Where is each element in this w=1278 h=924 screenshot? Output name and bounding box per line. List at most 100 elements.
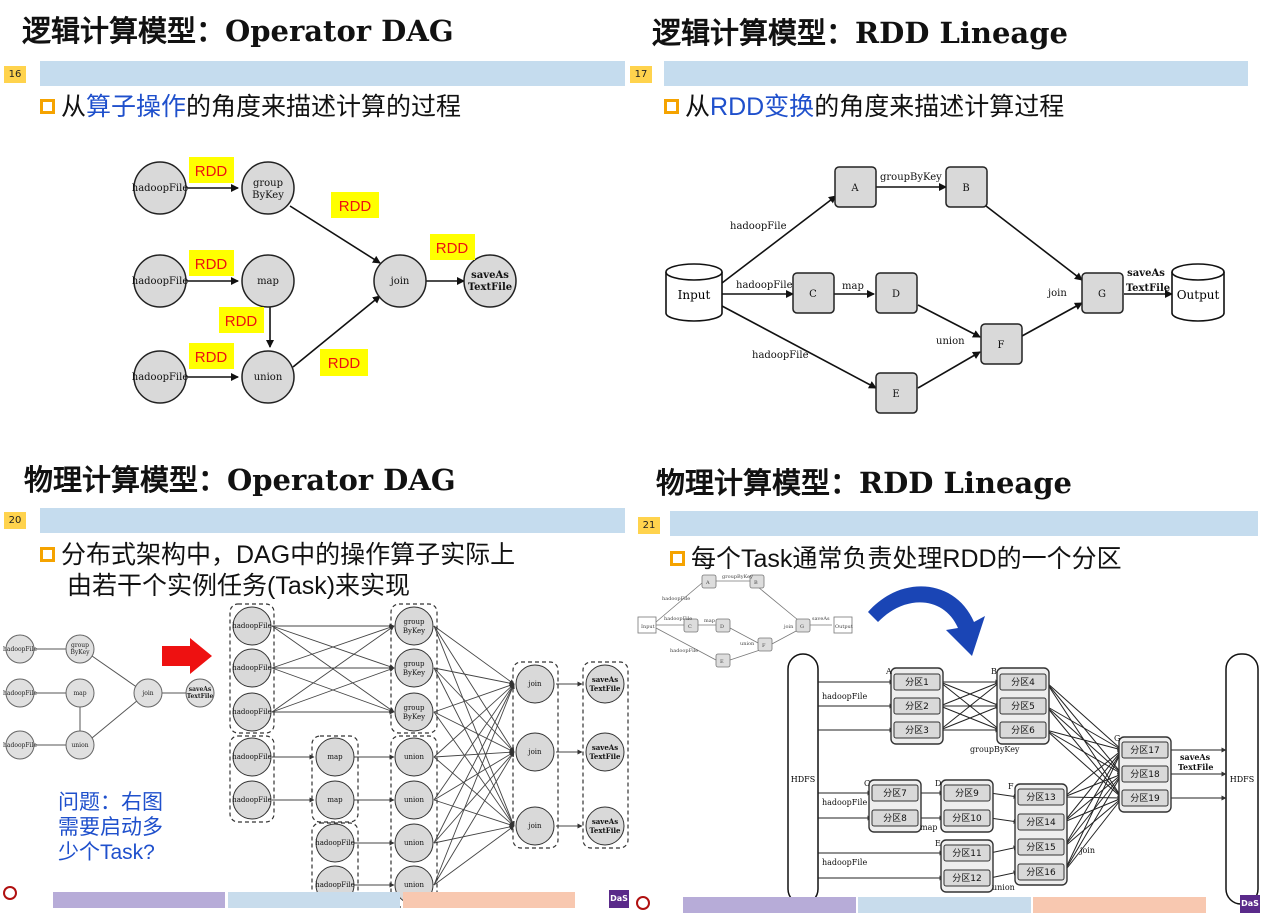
- rdd-node-c: C: [792, 272, 835, 314]
- header-band-bl: [40, 508, 625, 533]
- das-logo: DaS: [609, 890, 629, 908]
- partition-box: 分区7: [871, 784, 919, 802]
- svg-text:RDD: RDD: [339, 198, 372, 215]
- svg-text:join: join: [527, 822, 542, 830]
- partition-box: 分区14: [1017, 813, 1065, 831]
- svg-text:E: E: [892, 389, 899, 400]
- partition-layer: 分区1分区2分区3分区4分区5分区6分区7分区8分区9分区10分区11分区12分…: [871, 673, 1169, 887]
- svg-text:map: map: [704, 618, 715, 624]
- rdd-label: RDD: [189, 250, 234, 276]
- curved-blue-arrow-icon: [868, 586, 985, 656]
- svg-text:saveAs: saveAs: [1180, 752, 1211, 762]
- partition-box: 分区11: [943, 844, 991, 862]
- output-cylinder: Output: [1171, 263, 1225, 322]
- svg-text:C: C: [864, 779, 870, 788]
- rdd-node-f: F: [980, 323, 1023, 365]
- svg-text:hadoopFile: hadoopFile: [232, 708, 272, 716]
- svg-text:F: F: [1008, 782, 1014, 791]
- node-join: join: [373, 254, 427, 308]
- svg-text:RDD: RDD: [195, 256, 228, 273]
- svg-text:G: G: [1098, 289, 1106, 300]
- svg-text:TextFile: TextFile: [1178, 762, 1213, 772]
- svg-text:分区4: 分区4: [1011, 677, 1035, 688]
- footer-bar: [858, 897, 1031, 913]
- partition-box: 分区8: [871, 809, 919, 827]
- node-hadoopfile-1: hadoopFile: [132, 161, 189, 215]
- svg-text:Input: Input: [678, 288, 711, 302]
- bullet-bl: 分布式架构中，DAG中的操作算子实际上由若干个实例任务(Task)来实现: [40, 540, 515, 602]
- svg-text:union: union: [404, 839, 424, 847]
- rdd-label: RDD: [320, 349, 368, 376]
- svg-text:map: map: [920, 823, 937, 832]
- svg-text:ByKey: ByKey: [403, 713, 425, 721]
- node-union: union: [241, 350, 295, 404]
- svg-text:union: union: [992, 883, 1015, 892]
- svg-text:分区5: 分区5: [1011, 701, 1035, 712]
- edge-label: map: [842, 281, 864, 292]
- svg-text:hadoopFile: hadoopFile: [132, 183, 189, 194]
- svg-text:Output: Output: [835, 624, 853, 630]
- svg-text:saveAs: saveAs: [471, 270, 509, 281]
- hdfs-input: HDFS: [787, 653, 819, 905]
- partition-box: 分区15: [1017, 838, 1065, 856]
- rdd-label: RDD: [430, 234, 475, 260]
- svg-text:hadoopFile: hadoopFile: [3, 690, 37, 697]
- rdd-label: RDD: [331, 192, 379, 218]
- svg-text:分区7: 分区7: [883, 788, 907, 799]
- edge-label: hadoopFile: [752, 350, 809, 361]
- svg-text:分区2: 分区2: [905, 701, 929, 712]
- svg-text:saveAs: saveAs: [189, 686, 212, 693]
- svg-text:hadoopFile: hadoopFile: [132, 372, 189, 383]
- question-text: 问题：右图 需要启动多 少个Task?: [58, 791, 163, 864]
- page-number-bl: 20: [4, 512, 26, 529]
- partition-box: 分区10: [943, 809, 991, 827]
- svg-text:分区3: 分区3: [905, 725, 929, 736]
- rdd-label: RDD: [189, 157, 234, 183]
- svg-text:A: A: [705, 580, 710, 586]
- svg-text:ByKey: ByKey: [403, 669, 425, 677]
- panel-title-tr: 逻辑计算模型：RDD Lineage: [652, 16, 1068, 50]
- svg-text:F: F: [762, 643, 766, 649]
- svg-text:hadoopFile: hadoopFile: [232, 796, 272, 804]
- edge-label: saveAs: [1127, 268, 1165, 279]
- svg-text:groupByKey: groupByKey: [722, 574, 753, 580]
- svg-text:hadoopFile: hadoopFile: [315, 839, 355, 847]
- node-hadoopfile-3: hadoopFile: [132, 350, 189, 404]
- svg-text:C: C: [688, 624, 692, 630]
- bullet-tl: 从算子操作的角度来描述计算的过程: [40, 92, 461, 123]
- svg-text:分区9: 分区9: [955, 788, 979, 799]
- svg-text:G: G: [800, 624, 804, 630]
- svg-text:hadoopFile: hadoopFile: [3, 646, 37, 653]
- svg-text:分区16: 分区16: [1026, 867, 1056, 878]
- svg-text:ByKey: ByKey: [403, 627, 425, 635]
- partition-box: 分区18: [1121, 765, 1169, 783]
- hdfs-output: HDFS: [1225, 653, 1259, 905]
- svg-text:hadoopFile: hadoopFile: [232, 664, 272, 672]
- rdd-node-d: D: [875, 272, 918, 314]
- svg-text:D: D: [720, 624, 724, 630]
- svg-text:RDD: RDD: [195, 163, 228, 180]
- footer-bar: [228, 892, 400, 908]
- svg-text:hadoopFile: hadoopFile: [664, 616, 692, 622]
- svg-text:hadoopFile: hadoopFile: [822, 858, 867, 867]
- svg-text:map: map: [257, 276, 279, 287]
- panel-title-tl: 逻辑计算模型：Operator DAG: [22, 14, 454, 48]
- br-physical-lineage: HDFS HDFS: [787, 653, 1259, 905]
- svg-text:分区10: 分区10: [952, 813, 982, 824]
- svg-text:group: group: [403, 660, 425, 668]
- footer-bar: [683, 897, 856, 913]
- red-arrow-icon: [162, 638, 212, 674]
- svg-text:group: group: [403, 704, 425, 712]
- svg-text:hadoopFile: hadoopFile: [3, 742, 37, 749]
- svg-text:分区6: 分区6: [1011, 725, 1035, 736]
- svg-text:join: join: [527, 748, 542, 756]
- svg-text:ByKey: ByKey: [252, 190, 284, 201]
- header-band-br: [670, 511, 1258, 536]
- node-hadoopfile-2: hadoopFile: [132, 254, 188, 308]
- page-number-tr: 17: [630, 66, 652, 83]
- svg-text:分区14: 分区14: [1026, 817, 1056, 828]
- rdd-node-e: E: [875, 372, 918, 414]
- edge-label: join: [1047, 288, 1067, 299]
- svg-text:B: B: [754, 580, 758, 586]
